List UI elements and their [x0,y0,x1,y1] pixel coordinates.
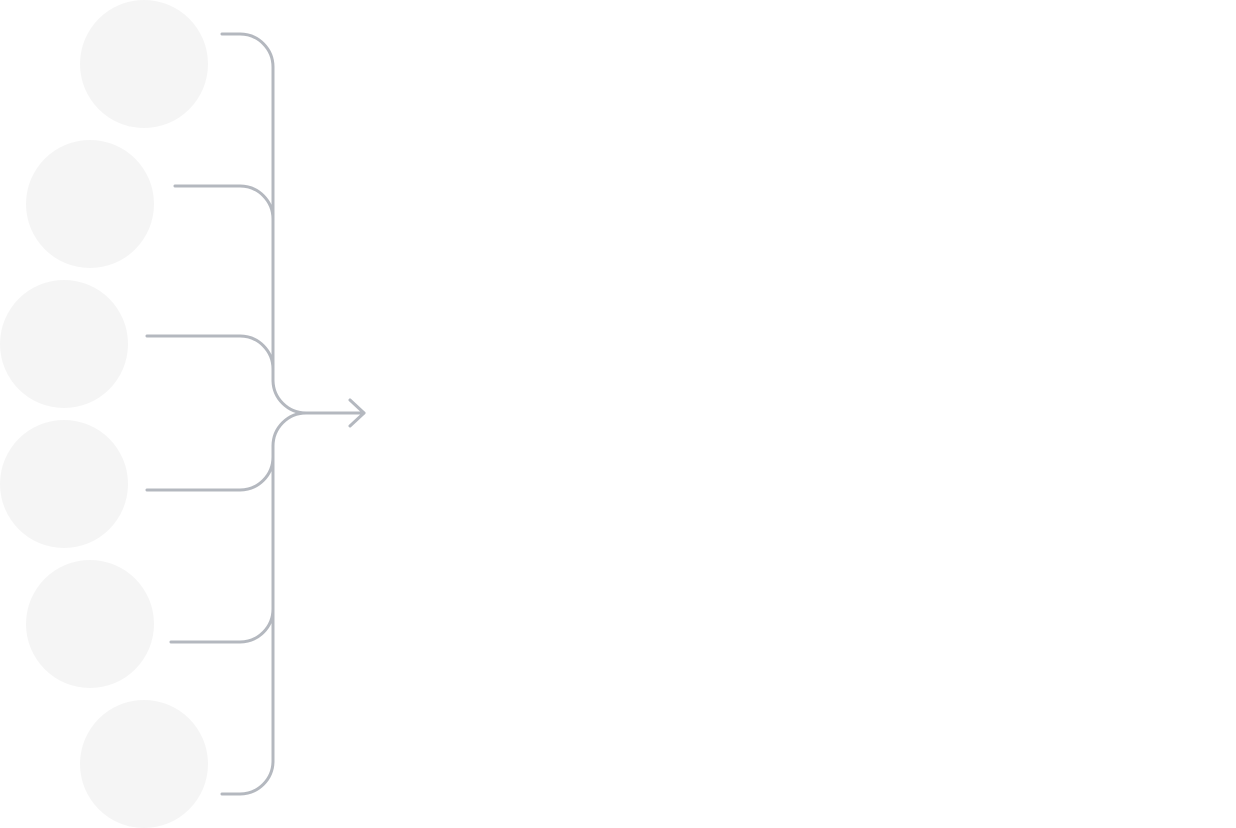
connector-node-1 [220,32,308,415]
node-circle-3 [0,280,128,408]
connector-node-5 [169,607,275,644]
node-circle-5 [26,560,154,688]
connector-node-3 [145,334,275,371]
node-circle-4 [0,420,128,548]
connector-node-4 [145,455,275,492]
connector-node-6 [220,411,308,796]
node-circle-6 [80,700,208,828]
node-circle-1 [80,0,208,128]
connector-node-2 [173,184,275,221]
arrow-head-icon [348,398,366,428]
node-circle-2 [26,140,154,268]
